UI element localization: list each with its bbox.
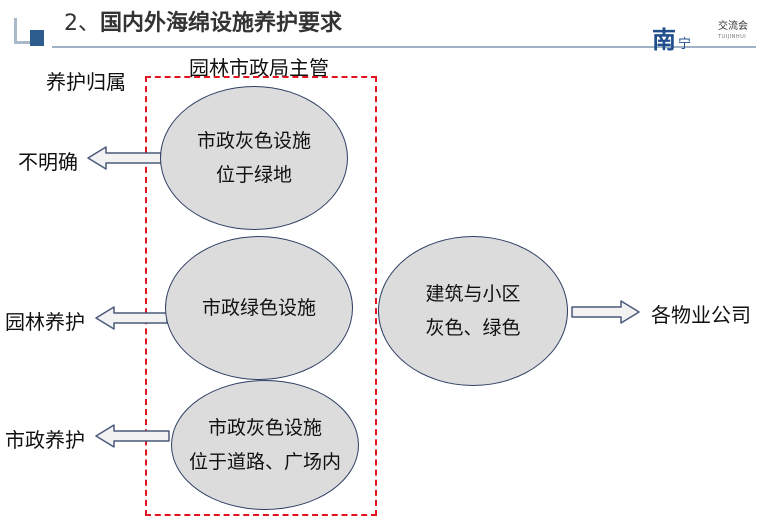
node-line: 市政灰色设施 xyxy=(196,130,311,152)
node-line: 市政绿色设施 xyxy=(201,297,316,319)
arrow-to-municipal-maintenance xyxy=(95,424,170,448)
title-underline xyxy=(52,46,756,48)
node-line: 建筑与小区 xyxy=(425,283,521,305)
logo-main-char: 南 xyxy=(652,26,676,54)
node-municipal-green: 市政绿色设施 xyxy=(165,236,353,380)
attribution-label: 养护归属 xyxy=(46,70,126,94)
page-title: 2、国内外海绵设施养护要求 xyxy=(64,5,342,37)
corner-square-decoration xyxy=(30,30,44,46)
meeting-label-en: TUIJINHUI xyxy=(718,34,747,40)
node-line: 位于道路、广场内 xyxy=(188,451,341,473)
arrow-to-property-companies xyxy=(571,300,640,324)
arrow-to-garden-maintenance xyxy=(95,306,168,330)
target-property-companies: 各物业公司 xyxy=(651,303,751,327)
node-grey-in-road-square: 市政灰色设施 位于道路、广场内 xyxy=(171,380,359,510)
node-grey-in-green-space: 市政灰色设施 位于绿地 xyxy=(160,86,348,230)
arrow-to-unclear xyxy=(87,146,162,170)
title-text: 国内外海绵设施养护要求 xyxy=(100,11,343,36)
target-garden-maintenance: 园林养护 xyxy=(5,310,85,334)
meeting-label: 交流会 xyxy=(718,21,748,32)
node-buildings-communities: 建筑与小区 灰色、绿色 xyxy=(378,236,568,386)
target-unclear: 不明确 xyxy=(18,150,78,174)
title-number: 2、 xyxy=(64,11,100,36)
brand-logo: 南宁 xyxy=(652,20,691,55)
corner-bracket-decoration xyxy=(14,18,34,44)
node-line: 市政灰色设施 xyxy=(207,417,322,439)
target-municipal-maintenance: 市政养护 xyxy=(5,428,85,452)
municipal-group-box xyxy=(145,76,377,516)
node-line: 位于绿地 xyxy=(215,164,292,186)
node-line: 灰色、绿色 xyxy=(425,317,521,339)
logo-sub-char: 宁 xyxy=(678,37,691,52)
